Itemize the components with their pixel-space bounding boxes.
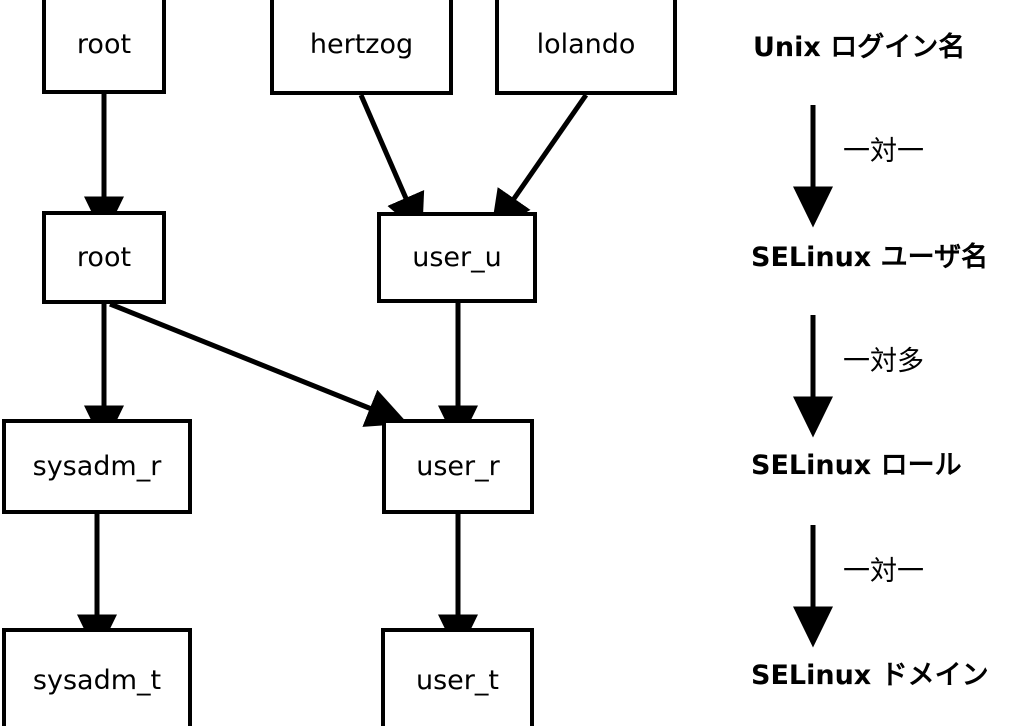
node-label: user_r bbox=[416, 451, 500, 482]
node-unix-lolando[interactable]: lolando bbox=[495, 0, 677, 95]
node-domain-sysadm-t[interactable]: sysadm_t bbox=[2, 628, 192, 726]
node-selinux-user-root[interactable]: root bbox=[42, 211, 166, 304]
node-label: sysadm_t bbox=[32, 664, 162, 696]
node-selinux-user-user-u[interactable]: user_u bbox=[377, 212, 537, 303]
edge-hertzog-to-user-u bbox=[358, 94, 425, 236]
legend-level-selinux-role: SELinux ロール bbox=[751, 450, 962, 481]
node-label: user_t bbox=[416, 664, 499, 696]
edge-lolando-to-user-u bbox=[490, 93, 589, 233]
legend-level-selinux-domain: SELinux ドメイン bbox=[751, 660, 989, 691]
node-role-sysadm-r[interactable]: sysadm_r bbox=[2, 419, 192, 514]
node-label: lolando bbox=[536, 29, 636, 60]
edge-seuser-root-to-user-r bbox=[109, 301, 408, 427]
legend-level-selinux-user: SELinux ユーザ名 bbox=[751, 242, 989, 273]
node-label: root bbox=[76, 242, 132, 273]
node-label: hertzog bbox=[309, 29, 414, 60]
node-unix-hertzog[interactable]: hertzog bbox=[270, 0, 453, 95]
node-label: user_u bbox=[412, 242, 502, 273]
node-role-user-r[interactable]: user_r bbox=[382, 419, 534, 514]
legend-level-unix-login: Unix ログイン名 bbox=[753, 32, 966, 63]
legend-relation-one-to-many-role: 一対多 bbox=[843, 346, 924, 377]
node-label: sysadm_r bbox=[32, 451, 162, 482]
node-domain-user-t[interactable]: user_t bbox=[381, 628, 534, 726]
node-unix-root[interactable]: root bbox=[42, 0, 166, 94]
legend-relation-one-to-one-user: 一対一 bbox=[843, 136, 924, 167]
legend-relation-one-to-one-domain: 一対一 bbox=[843, 556, 924, 587]
node-label: root bbox=[76, 28, 132, 60]
